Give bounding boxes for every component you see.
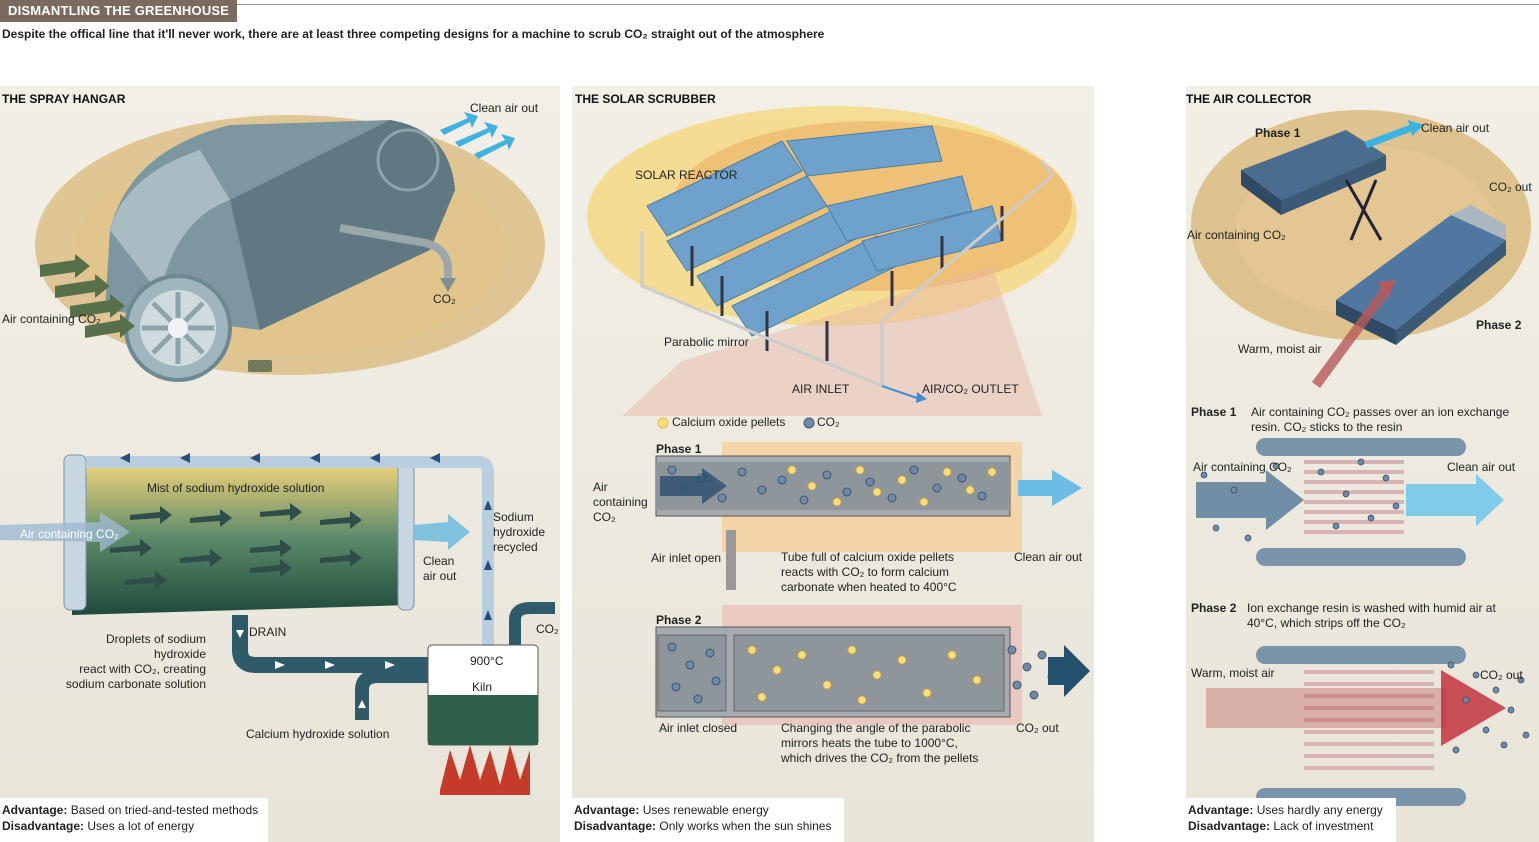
- ac-p2-co2-label: CO₂ out: [1480, 668, 1523, 682]
- solar-phase1-tube: [655, 442, 1082, 590]
- spray-clean-air2-label: Clean air out: [423, 554, 457, 583]
- collector-advantage: Uses hardly any energy: [1256, 803, 1383, 817]
- spray-disadv-label: Disadvantage:: [2, 819, 85, 833]
- spray-calcium-label: Calcium hydroxide solution: [246, 727, 390, 741]
- solar-clean-air-label: Clean air out: [1014, 550, 1083, 564]
- spray-hangar-title: THE SPRAY HANGAR: [2, 92, 126, 106]
- solar-outlet-label: AIR/CO₂ OUTLET: [922, 382, 1019, 396]
- solar-adv-label: Advantage:: [574, 803, 640, 817]
- collector-disadv-label: Disadvantage:: [1188, 819, 1271, 833]
- spray-mist-label: Mist of sodium hydroxide solution: [147, 481, 325, 495]
- page-title: DISMANTLING THE GREENHOUSE: [0, 0, 238, 22]
- solar-advantage: Uses renewable energy: [642, 803, 769, 817]
- spray-drain-label: DRAIN: [249, 625, 287, 639]
- ac-p1-clean-label: Clean air out: [1447, 460, 1516, 474]
- ac-p2-warm-label: Warm, moist air: [1191, 666, 1275, 680]
- spray-footer: Advantage: Based on tried-and-tested met…: [0, 798, 268, 842]
- ac-warm-air-label: Warm, moist air: [1238, 342, 1322, 356]
- spray-clean-air-label: Clean air out: [470, 101, 539, 115]
- solar-field-illustration: [587, 106, 1077, 416]
- collector-adv-label: Advantage:: [1188, 803, 1254, 817]
- spray-co2-out-label: CO₂: [536, 622, 559, 636]
- ac-air-in-label: Air containing CO₂: [1187, 228, 1286, 242]
- solar-phase2-label: Phase 2: [656, 613, 702, 627]
- page-subtitle: Despite the offical line that it'll neve…: [2, 27, 825, 41]
- ac-phase1-diagram: [1196, 438, 1504, 566]
- solar-scrubber-title: THE SOLAR SCRUBBER: [575, 92, 716, 106]
- ac-phase2-tag: Phase 2: [1476, 318, 1522, 332]
- spray-advantage: Based on tried-and-tested methods: [70, 803, 259, 817]
- spray-process-diagram: [0, 453, 555, 795]
- solar-inlet-open-label: Air inlet open: [651, 551, 722, 565]
- solar-legend-pellet-icon: [657, 417, 669, 429]
- spray-kiln-label: Kiln: [472, 680, 493, 694]
- spray-kiln-temp-label: 900°C: [470, 654, 504, 668]
- header-rule: [0, 4, 1539, 5]
- air-collector-illustration: [1191, 110, 1531, 388]
- solar-footer: Advantage: Uses renewable energy Disadva…: [572, 798, 844, 842]
- ac-p1-text: Air containing CO₂ passes over an ion ex…: [1251, 405, 1510, 434]
- solar-tube-text: Tube full of calcium oxide pellets react…: [781, 550, 957, 594]
- ac-p1-label: Phase 1: [1191, 405, 1237, 419]
- spray-disadvantage: Uses a lot of energy: [87, 819, 195, 833]
- ac-co2-out-label: CO₂ out: [1489, 180, 1532, 194]
- spray-adv-label: Advantage:: [2, 803, 68, 817]
- ac-p2-label: Phase 2: [1191, 601, 1237, 615]
- solar-angle-text: Changing the angle of the parabolic mirr…: [781, 721, 979, 765]
- spray-hangar-illustration: [35, 112, 545, 382]
- solar-legend-co2-icon: [803, 417, 815, 429]
- spray-air-in-label: Air containing CO₂: [2, 312, 101, 326]
- solar-disadv-label: Disadvantage:: [574, 819, 657, 833]
- solar-legend-co2: CO₂: [817, 415, 840, 429]
- spray-air-in2-label: Air containing CO₂: [20, 527, 119, 541]
- solar-inlet-closed-label: Air inlet closed: [659, 721, 738, 735]
- solar-phase1-label: Phase 1: [656, 442, 702, 456]
- solar-disadvantage: Only works when the sun shines: [659, 819, 832, 833]
- spray-droplets-label: Droplets of sodium hydroxide react with …: [65, 632, 206, 691]
- ac-p2-text: Ion exchange resin is washed with humid …: [1247, 601, 1496, 630]
- spray-recycled-label: Sodium hydroxide recycled: [493, 510, 546, 554]
- ac-clean-air-label: Clean air out: [1421, 121, 1490, 135]
- solar-co2-out-label: CO₂ out: [1016, 721, 1059, 735]
- solar-phase1-air-label: Air containing CO₂: [593, 480, 648, 524]
- solar-phase2-tube: [655, 605, 1090, 725]
- solar-legend-pellets: Calcium oxide pellets: [672, 415, 786, 429]
- solar-mirror-label: Parabolic mirror: [664, 335, 749, 349]
- collector-footer: Advantage: Uses hardly any energy Disadv…: [1186, 798, 1396, 842]
- collector-disadvantage: Lack of investment: [1273, 819, 1374, 833]
- spray-co2-label: CO₂: [433, 292, 456, 306]
- solar-inlet-label: AIR INLET: [792, 382, 850, 396]
- ac-phase2-diagram: [1206, 646, 1530, 806]
- ac-p1-air-label: Air containing CO₂: [1193, 460, 1292, 474]
- solar-reactor-label: SOLAR REACTOR: [635, 168, 738, 182]
- air-collector-title: THE AIR COLLECTOR: [1186, 92, 1312, 106]
- ac-phase1-tag: Phase 1: [1255, 126, 1301, 140]
